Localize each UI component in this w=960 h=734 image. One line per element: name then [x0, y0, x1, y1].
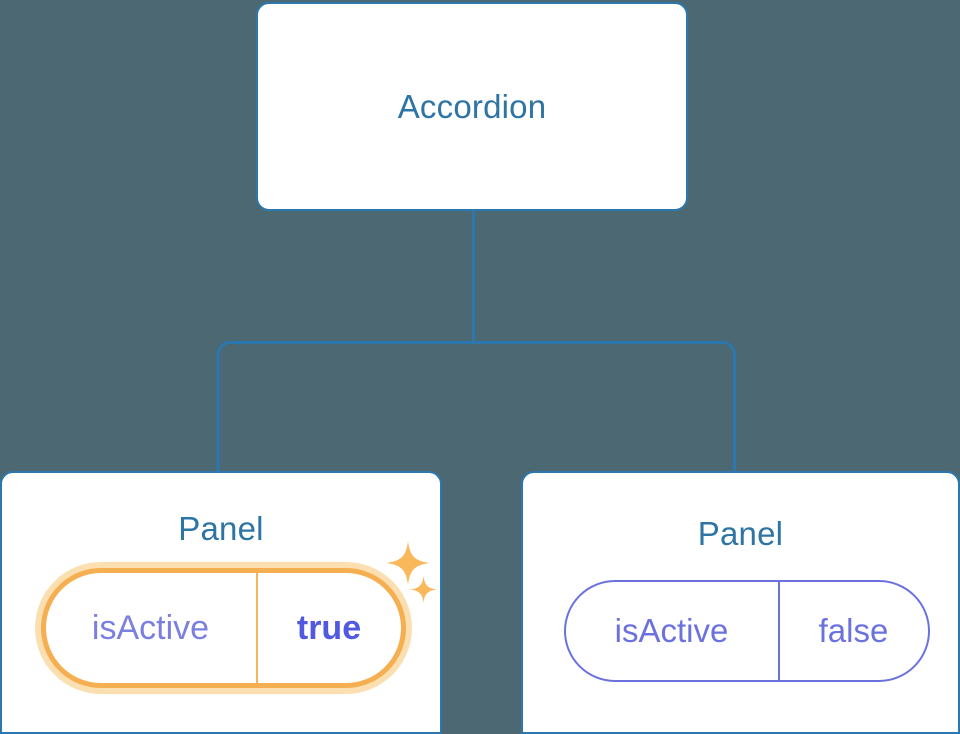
connector-branch-right: [473, 341, 736, 471]
prop-pill-isactive-false[interactable]: isActive false: [563, 580, 930, 682]
node-panel-inactive[interactable]: Panel isActive false: [521, 471, 960, 734]
prop-value: false: [818, 612, 889, 649]
connector-branch-left: [216, 341, 474, 471]
node-title: Panel: [178, 510, 264, 547]
node-title: Accordion: [397, 88, 547, 125]
node-title: Panel: [697, 515, 784, 552]
prop-pill-wrapper: isActive false: [563, 580, 930, 682]
node-panel-active[interactable]: Panel isActive true: [0, 471, 442, 734]
prop-pill-isactive-true[interactable]: isActive true: [40, 568, 406, 688]
prop-key: isActive: [566, 582, 780, 680]
node-accordion[interactable]: Accordion: [256, 2, 688, 211]
prop-value: true: [296, 608, 362, 647]
prop-pill-wrapper: isActive true: [40, 568, 406, 688]
prop-key: isActive: [46, 573, 258, 683]
